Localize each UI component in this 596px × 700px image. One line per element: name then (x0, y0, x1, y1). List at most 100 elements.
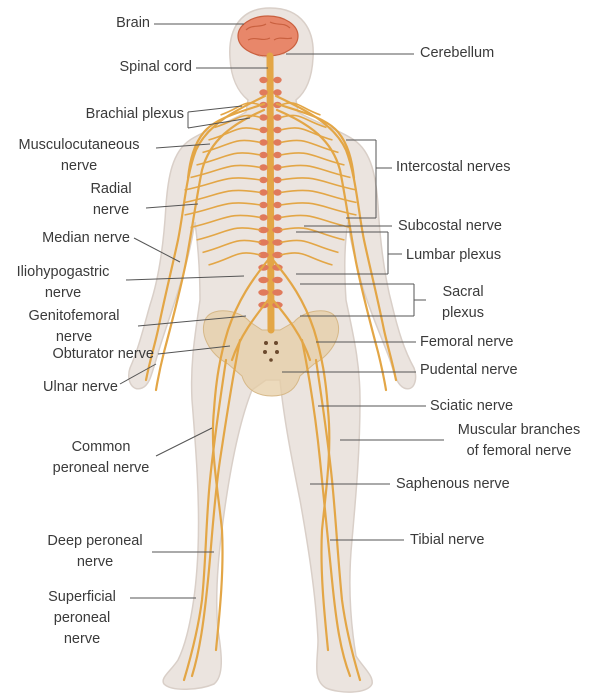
leader-median (133, 237, 181, 263)
label-obturator-nerve: Obturator nerve (52, 346, 154, 362)
vertebra-mark (273, 214, 282, 221)
label-musculocutaneous-nerve: Musculocutaneous nerve (18, 137, 140, 174)
vertebra-mark (273, 114, 282, 121)
vertebra-mark (273, 164, 282, 171)
right-leg-nerve-c (320, 408, 331, 652)
intercostal-nerve-line (280, 177, 357, 191)
label-subcostal-nerve: Subcostal nerve (398, 218, 502, 234)
label-tibial-nerve: Tibial nerve (410, 532, 485, 548)
sacral-foramina (263, 341, 279, 362)
intercostal-nerve-line (280, 227, 345, 241)
intercostal-nerve-line (220, 102, 261, 116)
intercostal-nerve-line (280, 214, 351, 229)
vertebra-mark (272, 226, 283, 234)
label-common-peroneal-nerve: Common peroneal nerve (52, 439, 150, 476)
vertebra-mark (273, 189, 282, 196)
right-pelvic-nerve (271, 298, 312, 362)
intercostal-nerve-paths (184, 102, 357, 266)
intercostal-nerve-line (202, 239, 261, 254)
vertebra-mark (273, 76, 282, 84)
label-spinal-cord: Spinal cord (119, 59, 192, 75)
intercostal-nerve-line (280, 114, 327, 129)
intercostal-nerve-line (214, 114, 261, 129)
label-brachial-plexus: Brachial plexus (85, 106, 184, 122)
intercostal-nerve-line (280, 202, 357, 216)
vertebra-mark (258, 239, 269, 246)
label-saphenous-nerve: Saphenous nerve (396, 476, 510, 492)
vertebra-mark (273, 89, 282, 96)
left-leg-nerve-c (211, 408, 224, 652)
vertebra-mark (273, 176, 282, 184)
label-sacral-plexus: Sacral plexus (442, 284, 484, 321)
leader-iliohypogastric (125, 275, 245, 281)
label-brain: Brain (116, 15, 150, 31)
left-arm-nerve-c (186, 102, 266, 180)
right-lumbar-nerve (271, 258, 330, 412)
left-arm-nerve-b (154, 108, 266, 392)
intercostal-nerve-line (280, 152, 345, 166)
leader-lumbar-plexus (296, 231, 402, 275)
left-lumbar-nerve (212, 258, 270, 412)
intercostal-nerve-line (280, 127, 333, 141)
right-arm-nerve-b (275, 108, 388, 392)
vertebra-mark (259, 139, 268, 146)
vertebra-mark (258, 276, 269, 284)
label-iliohypogastric-nerve: Iliohypogastric nerve (16, 264, 110, 301)
label-pudental-nerve: Pudental nerve (420, 362, 518, 378)
label-cerebellum: Cerebellum (420, 45, 495, 61)
vertebra-mark (258, 226, 269, 234)
intercostal-nerve-line (208, 127, 261, 141)
vertebra-mark (259, 176, 268, 184)
leader-intercostal (346, 139, 392, 219)
vertebra-mark (258, 289, 269, 296)
leader-lines (119, 23, 444, 599)
label-superficial-peroneal-nerve: Superficial peroneal nerve (48, 589, 116, 647)
vertebra-mark (259, 164, 268, 171)
vertebra-mark (259, 189, 268, 196)
vertebra-mark (259, 151, 268, 159)
vertebra-mark (272, 239, 283, 246)
label-deep-peroneal-nerve: Deep peroneal nerve (47, 533, 143, 570)
intercostal-nerve-line (280, 252, 333, 266)
vertebra-mark (259, 76, 268, 84)
left-leg-nerve-b (182, 358, 228, 682)
vertebra-mark (272, 276, 283, 284)
vertebra-mark (259, 214, 268, 221)
leader-brachial-plexus (187, 105, 251, 129)
vertebra-mark (259, 126, 268, 134)
pelvis (203, 310, 339, 397)
vertebra-mark (273, 126, 282, 134)
leader-genitofemoral (137, 315, 247, 327)
leader-obturator (157, 345, 231, 355)
label-genitofemoral-nerve: Genitofemoral nerve (28, 308, 120, 345)
label-lumbar-plexus: Lumbar plexus (406, 247, 502, 263)
right-leg-nerve-b (314, 358, 362, 682)
intercostal-nerve-line (184, 189, 261, 204)
intercostal-nerve-line (184, 177, 261, 191)
vertebrae (258, 76, 283, 309)
leader-ulnar (119, 363, 157, 385)
label-ulnar-nerve: Ulnar nerve (43, 379, 118, 395)
leader-common-peroneal (155, 427, 213, 457)
brain (237, 15, 299, 57)
intercostal-nerve-line (196, 227, 261, 241)
vertebra-mark (273, 139, 282, 146)
intercostal-nerve-line (190, 214, 261, 229)
vertebra-mark (259, 89, 268, 96)
vertebra-mark (273, 201, 282, 209)
left-arm-nerve (144, 94, 267, 382)
vertebra-mark (259, 201, 268, 209)
label-median-nerve: Median nerve (42, 230, 130, 246)
vertebra-mark (272, 289, 283, 296)
vertebra-mark (272, 251, 283, 259)
left-leg-nerve (190, 338, 242, 678)
spinal-cord (266, 52, 275, 334)
label-muscular-branches-femoral: Muscular branches of femoral nerve (457, 422, 581, 459)
vertebra-mark (258, 251, 269, 259)
leader-radial (145, 203, 199, 209)
leader-sacral-plexus (300, 283, 426, 317)
left-pelvic-nerve (230, 298, 270, 362)
vertebra-mark (259, 114, 268, 121)
